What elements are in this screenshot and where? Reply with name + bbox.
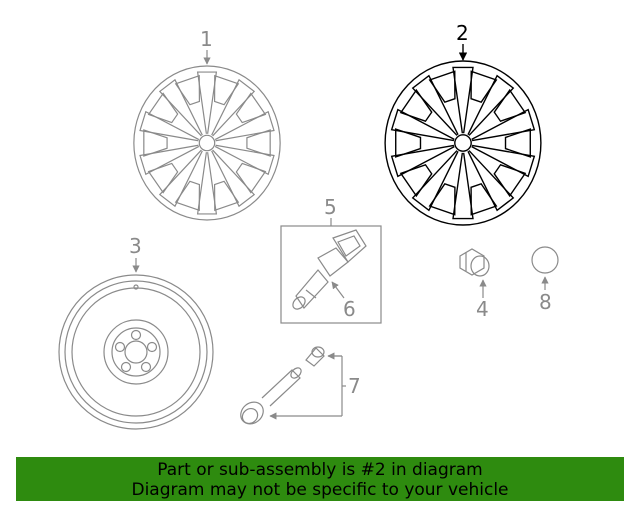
callout-3: 3 — [129, 234, 142, 258]
banner-line-2: Diagram may not be specific to your vehi… — [131, 480, 509, 500]
wheel-spoke — [158, 78, 203, 137]
spare-wheel-part-3[interactable] — [58, 274, 214, 430]
wheel-window — [470, 182, 498, 216]
wheel-window — [428, 70, 456, 104]
wheel-window — [213, 180, 240, 212]
wheel-window — [147, 92, 179, 124]
wheel-window — [235, 162, 267, 194]
wheel-spoke — [467, 74, 515, 136]
center-cap-part-8[interactable] — [531, 246, 559, 274]
banner-line-1: Part or sub-assembly is #2 in diagram — [157, 460, 483, 480]
callout-6: 6 — [343, 297, 356, 321]
callout-2: 2 — [456, 21, 469, 45]
tpms-sensor-part-5[interactable] — [280, 225, 382, 324]
bracket-7 — [269, 355, 346, 420]
callout-4: 4 — [476, 297, 489, 321]
wheel-window — [213, 74, 240, 106]
wheel-spoke — [158, 149, 203, 208]
wheel-spoke — [139, 110, 200, 142]
wheel-spoke — [196, 71, 218, 134]
wheel-spoke — [471, 144, 536, 178]
wheel-spoke — [214, 144, 275, 176]
wheel-window — [493, 163, 527, 198]
parts-diagram: 1 2 3 5 6 — [58, 21, 559, 430]
wheel-window — [246, 129, 271, 157]
callout-7: 7 — [348, 374, 361, 398]
wheel-window — [395, 128, 422, 158]
wheel-spoke — [471, 108, 536, 142]
wheel-spoke — [411, 74, 459, 136]
callout-8: 8 — [539, 290, 552, 314]
callout-5: 5 — [324, 195, 337, 219]
wheel-window — [143, 129, 168, 157]
wheel-rim — [384, 60, 542, 226]
wheel-window — [174, 180, 201, 212]
wheel-spoke — [411, 150, 459, 212]
wheel-window — [470, 70, 498, 104]
wheel-rim — [133, 65, 281, 221]
wheel-part-2[interactable] — [384, 60, 542, 226]
wheel-spoke — [452, 152, 474, 220]
wheel-window — [147, 162, 179, 194]
wheel-spoke — [452, 66, 474, 134]
wheel-window — [235, 92, 267, 124]
wheel-spoke — [211, 149, 256, 208]
wheel-spoke — [390, 144, 455, 178]
wheel-spoke — [467, 150, 515, 212]
valve-stem-part-7[interactable] — [236, 346, 325, 428]
lug-nut-part-4[interactable] — [459, 248, 490, 277]
wheel-window — [174, 74, 201, 106]
wheel-window — [493, 88, 527, 123]
wheel-window — [399, 163, 433, 198]
wheel-hub — [198, 134, 216, 152]
notice-banner: Part or sub-assembly is #2 in diagram Di… — [16, 457, 624, 501]
wheel-window — [399, 88, 433, 123]
wheel-spoke — [196, 152, 218, 215]
wheel-window — [504, 128, 531, 158]
leader-6 — [331, 281, 345, 299]
wheel-spoke — [139, 144, 200, 176]
wheel-part-1[interactable] — [133, 65, 281, 221]
callout-1: 1 — [200, 27, 213, 51]
wheel-window — [428, 182, 456, 216]
wheel-spoke — [211, 78, 256, 137]
wheel-spoke — [214, 110, 275, 142]
wheel-hub — [454, 134, 472, 152]
wheel-spoke — [390, 108, 455, 142]
